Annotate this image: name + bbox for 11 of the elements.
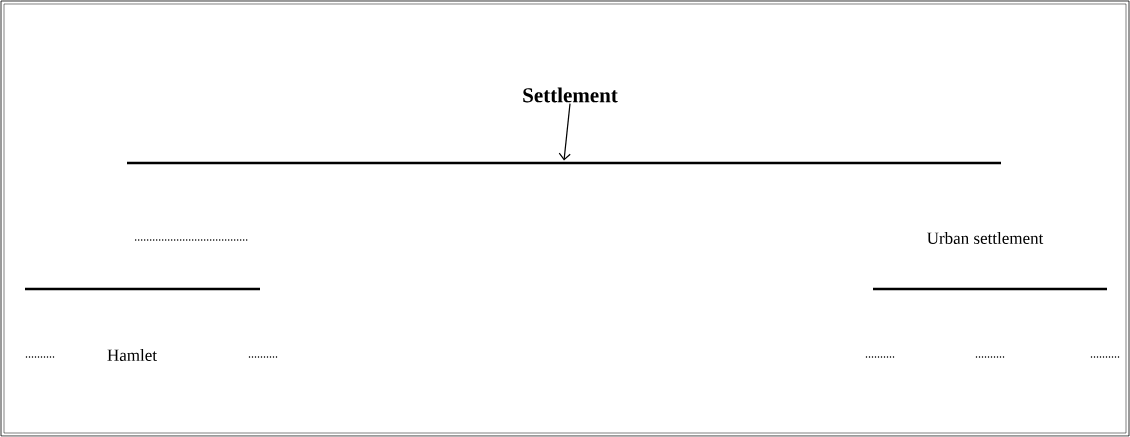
fill-in-dots: .......... bbox=[25, 356, 55, 358]
fill-in-dots: .......... bbox=[1090, 356, 1120, 358]
fill-in-dots: .......... bbox=[248, 356, 278, 358]
heading: Settlement bbox=[523, 87, 618, 103]
arrow bbox=[558, 103, 571, 161]
fill-in-dots: .......... bbox=[975, 356, 1005, 358]
horizontal-bar bbox=[127, 161, 1001, 165]
label: Urban settlement bbox=[927, 232, 1044, 244]
label: Hamlet bbox=[107, 349, 157, 361]
fill-in-dots: .......... bbox=[865, 356, 895, 358]
fill-in-dots: ...................................... bbox=[135, 239, 248, 241]
